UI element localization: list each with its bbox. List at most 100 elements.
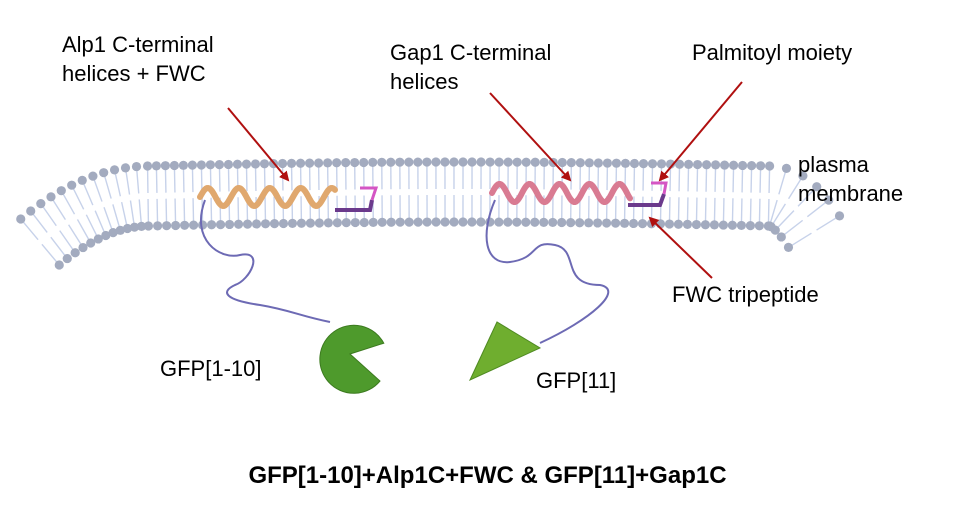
lipid-head [260, 219, 271, 229]
lipid-head [142, 161, 153, 171]
lipid-head [350, 217, 360, 228]
lipid-tail [83, 183, 94, 206]
lipid-tail [50, 236, 66, 256]
lipid-head [503, 157, 513, 167]
lipid-head [46, 192, 56, 202]
lipid-head [206, 220, 217, 230]
lipid-head [521, 217, 531, 227]
lipid-tail [104, 176, 112, 199]
lipid-head [314, 158, 324, 168]
lipid-tail [778, 172, 787, 195]
lipid-head [485, 157, 495, 167]
lipid-head [120, 163, 131, 173]
lipid-head [638, 159, 649, 169]
lipid-head [440, 157, 450, 167]
lipid-head [674, 159, 685, 169]
lipid-tail [85, 214, 98, 236]
lipid-tail [136, 170, 140, 194]
lipid-tail [769, 199, 778, 223]
alp1-helix [197, 184, 338, 210]
lipid-head [162, 221, 172, 231]
lipid-head [824, 195, 834, 205]
gap1-palmitoyl [651, 181, 668, 195]
gap1-helix [489, 181, 633, 205]
lipid-head [709, 220, 720, 230]
lipid-head [422, 157, 432, 167]
lipid-head [359, 217, 369, 228]
lipid-head [664, 219, 675, 229]
figure-caption: GFP[1-10]+Alp1C+FWC & GFP[11]+Gap1C [248, 462, 727, 489]
lipid-head [701, 160, 712, 170]
lipid-head [250, 159, 261, 169]
lipid-tail [138, 199, 142, 223]
gfp-1-10-pacman [319, 324, 385, 394]
lipid-head [719, 160, 730, 170]
lipid-head [476, 217, 486, 227]
alp1-palmitoyl [360, 186, 379, 201]
lipid-head [765, 161, 775, 171]
lipid-head [171, 220, 181, 231]
alp1-label: Alp1 C-terminal helices + FWC [62, 30, 214, 88]
lipid-head [108, 228, 118, 238]
lipid-head [56, 186, 66, 196]
lipid-head [530, 217, 540, 227]
lipid-head [539, 217, 549, 227]
lipid-head [143, 221, 154, 231]
lipid-head [205, 160, 216, 170]
lipid-head [776, 232, 786, 242]
lipid-head [584, 218, 594, 228]
lipid-tail [62, 193, 76, 215]
lipid-head [359, 157, 369, 168]
lipid-head [637, 218, 648, 229]
lipid-head [179, 220, 190, 230]
lipid-head [781, 163, 792, 173]
membrane-label-line2: membrane [798, 181, 904, 206]
lipid-head [215, 220, 226, 230]
lipid-head [413, 157, 423, 167]
lipid-head [548, 217, 558, 228]
lipid-head [756, 161, 766, 171]
lipid-head [449, 217, 459, 227]
lipid-head [404, 157, 414, 167]
lipid-head [295, 158, 306, 168]
lipid-head [747, 161, 757, 171]
lipid-head [494, 157, 504, 167]
lipid-head [700, 220, 711, 230]
lipid-head [575, 218, 585, 228]
lipid-head [151, 161, 161, 171]
lipid-tail [114, 173, 122, 197]
palmitoyl-arrow [658, 81, 743, 182]
lipid-tail [787, 178, 802, 200]
lipid-head [404, 217, 414, 227]
lipid-head [727, 220, 738, 230]
lipid-head [620, 158, 631, 168]
lipid-head [341, 218, 351, 228]
lipid-head [26, 206, 36, 216]
membrane-proteins [197, 181, 668, 394]
lipid-head [476, 157, 486, 167]
lipid-head [395, 217, 405, 227]
lipid-head [323, 218, 333, 228]
lipid-head [296, 218, 307, 228]
lipid-tail [68, 224, 82, 245]
lipid-tail [42, 206, 57, 227]
lipid-head [115, 225, 125, 235]
lipid-head [278, 218, 289, 229]
lipid-head [557, 217, 567, 228]
lipid-head [449, 157, 459, 167]
lipid-tail [806, 202, 826, 218]
lipid-head [682, 219, 693, 229]
lipid-head [251, 219, 262, 229]
lipid-head [834, 211, 845, 221]
lipid-head [169, 160, 179, 171]
lipid-head [512, 157, 522, 167]
lipid-head [197, 220, 208, 230]
lipid-head [754, 221, 764, 231]
lipid-head [188, 220, 199, 230]
lipid-head [233, 219, 244, 229]
lipid-head [67, 180, 77, 190]
callout-arrows [227, 81, 743, 279]
lipid-head [656, 159, 667, 169]
lipid-tail [816, 217, 837, 231]
